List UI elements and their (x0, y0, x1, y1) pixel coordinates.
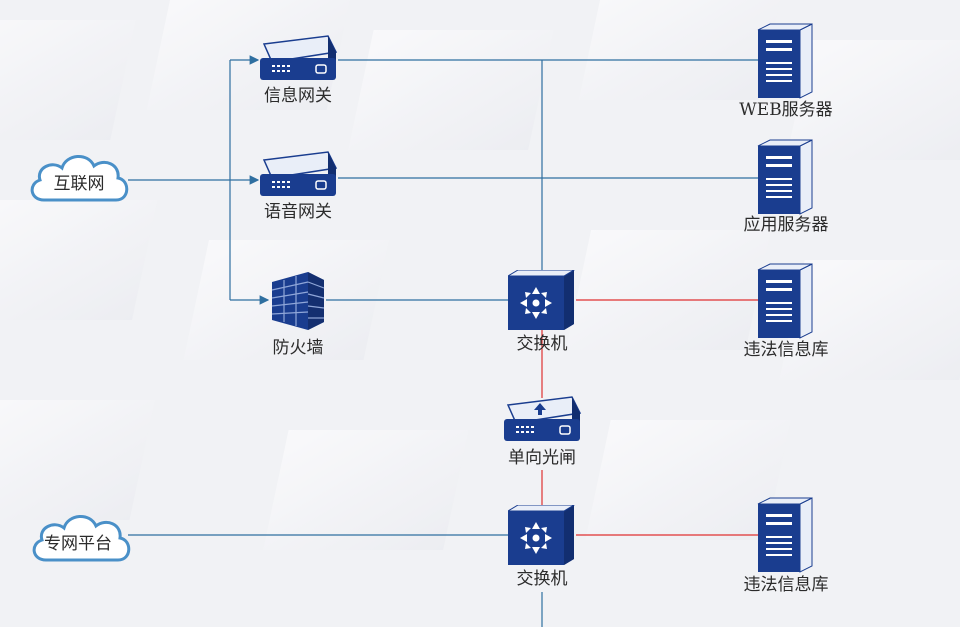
cloud-icon (32, 515, 131, 562)
server-icon (757, 139, 813, 215)
gateway-icon (260, 35, 338, 80)
firewall-label: 防火墙 (272, 338, 324, 358)
oneway-gateway-label: 单向光闸 (508, 448, 576, 468)
switch-top-label: 交换机 (516, 334, 568, 354)
oneway-gateway-icon (504, 396, 582, 441)
private-network-cloud: 专网平台 (28, 508, 134, 572)
violation-db-top-device (756, 262, 816, 344)
web-server-device (756, 22, 816, 104)
server-icon (757, 497, 813, 573)
violation-db-bottom-label: 违法信息库 (743, 575, 829, 595)
info-gateway-label: 信息网关 (264, 86, 332, 106)
switch-icon (506, 504, 576, 565)
server-icon (757, 263, 813, 339)
violation-db-top-label: 违法信息库 (743, 340, 829, 360)
firewall-device (268, 268, 328, 338)
oneway-gateway-device (502, 395, 582, 451)
internet-cloud: 互联网 (26, 148, 132, 212)
voice-gateway-device (258, 150, 338, 206)
info-gateway-device (258, 34, 338, 90)
app-server-label: 应用服务器 (743, 215, 829, 235)
internet-label: 互联网 (53, 174, 105, 194)
gateway-icon (260, 151, 338, 196)
voice-gateway-label: 语音网关 (264, 202, 332, 222)
app-server-device (756, 138, 816, 220)
switch-bottom-label: 交换机 (516, 569, 568, 589)
switch-top-device (506, 269, 576, 336)
switch-icon (506, 269, 576, 330)
cloud-icon (30, 155, 129, 202)
private-network-label: 专网平台 (44, 534, 112, 554)
violation-db-bottom-device (756, 496, 816, 578)
firewall-icon (271, 272, 325, 330)
switch-bottom-device (506, 504, 576, 571)
server-icon (757, 23, 813, 99)
web-server-label: WEB服务器 (739, 100, 833, 120)
